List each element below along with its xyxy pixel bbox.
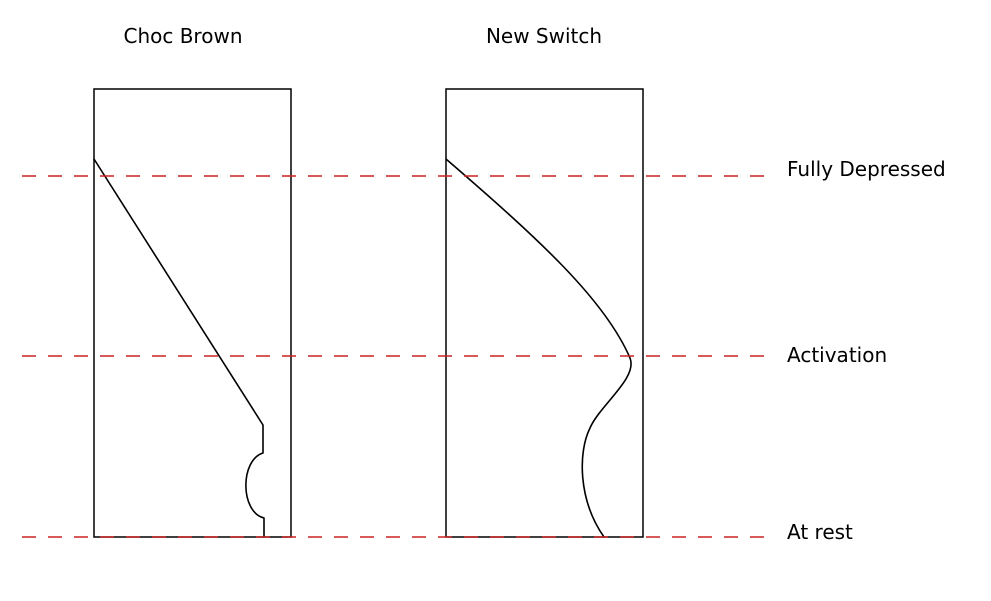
left-switch-title: Choc Brown [123, 24, 242, 48]
at-rest-label: At rest [787, 520, 853, 544]
left-switch-box [93, 88, 292, 538]
right-switch-title: New Switch [486, 24, 602, 48]
left-switch-curve [93, 158, 265, 538]
right-switch-box [445, 88, 644, 538]
activation-label: Activation [787, 343, 887, 367]
right-switch-curve [445, 158, 632, 538]
fully-depressed-label: Fully Depressed [787, 157, 946, 181]
